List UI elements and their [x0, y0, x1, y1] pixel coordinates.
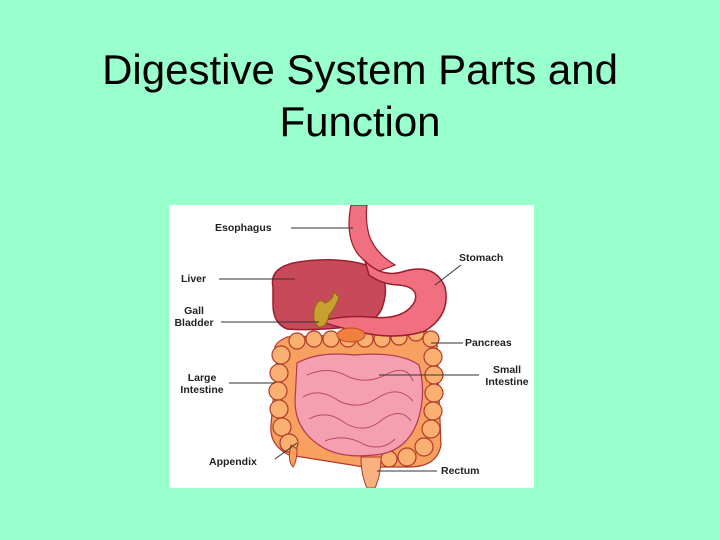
label-stomach: Stomach [459, 252, 504, 264]
label-large-intestine-line-1: Large [187, 372, 217, 384]
label-small-intestine-line-1: Small [492, 364, 521, 376]
label-gall-bladder-line-2: Bladder [174, 317, 214, 329]
title-line-1: Digestive System Parts and [102, 46, 618, 93]
label-appendix: Appendix [209, 456, 257, 468]
digestive-illustration [219, 205, 479, 488]
stomach-shape [318, 258, 447, 337]
liver-shape [271, 259, 387, 331]
pancreas-shape [336, 327, 366, 343]
label-rectum: Rectum [441, 465, 480, 477]
label-gall-bladder: Gall Bladder [172, 305, 216, 329]
esophagus-shape [348, 205, 397, 272]
gall-bladder-shape [313, 289, 340, 328]
rectum-shape [360, 456, 382, 488]
appendix-shape [288, 444, 298, 468]
label-small-intestine: Small Intestine [479, 364, 534, 388]
title-line-2: Function [279, 98, 441, 145]
small-intestine-shape [294, 353, 424, 457]
slide-title: Digestive System Parts and Function [0, 44, 720, 148]
label-small-intestine-line-2: Intestine [485, 376, 529, 388]
digestive-system-diagram: Esophagus Liver Gall Bladder Large Intes… [169, 205, 534, 488]
label-liver: Liver [181, 273, 207, 285]
label-gall-bladder-line-1: Gall [184, 305, 204, 317]
label-esophagus: Esophagus [215, 222, 272, 234]
label-large-intestine-line-2: Intestine [180, 384, 224, 396]
label-large-intestine: Large Intestine [175, 372, 229, 396]
label-pancreas: Pancreas [465, 337, 512, 349]
leader-lines [219, 227, 479, 472]
